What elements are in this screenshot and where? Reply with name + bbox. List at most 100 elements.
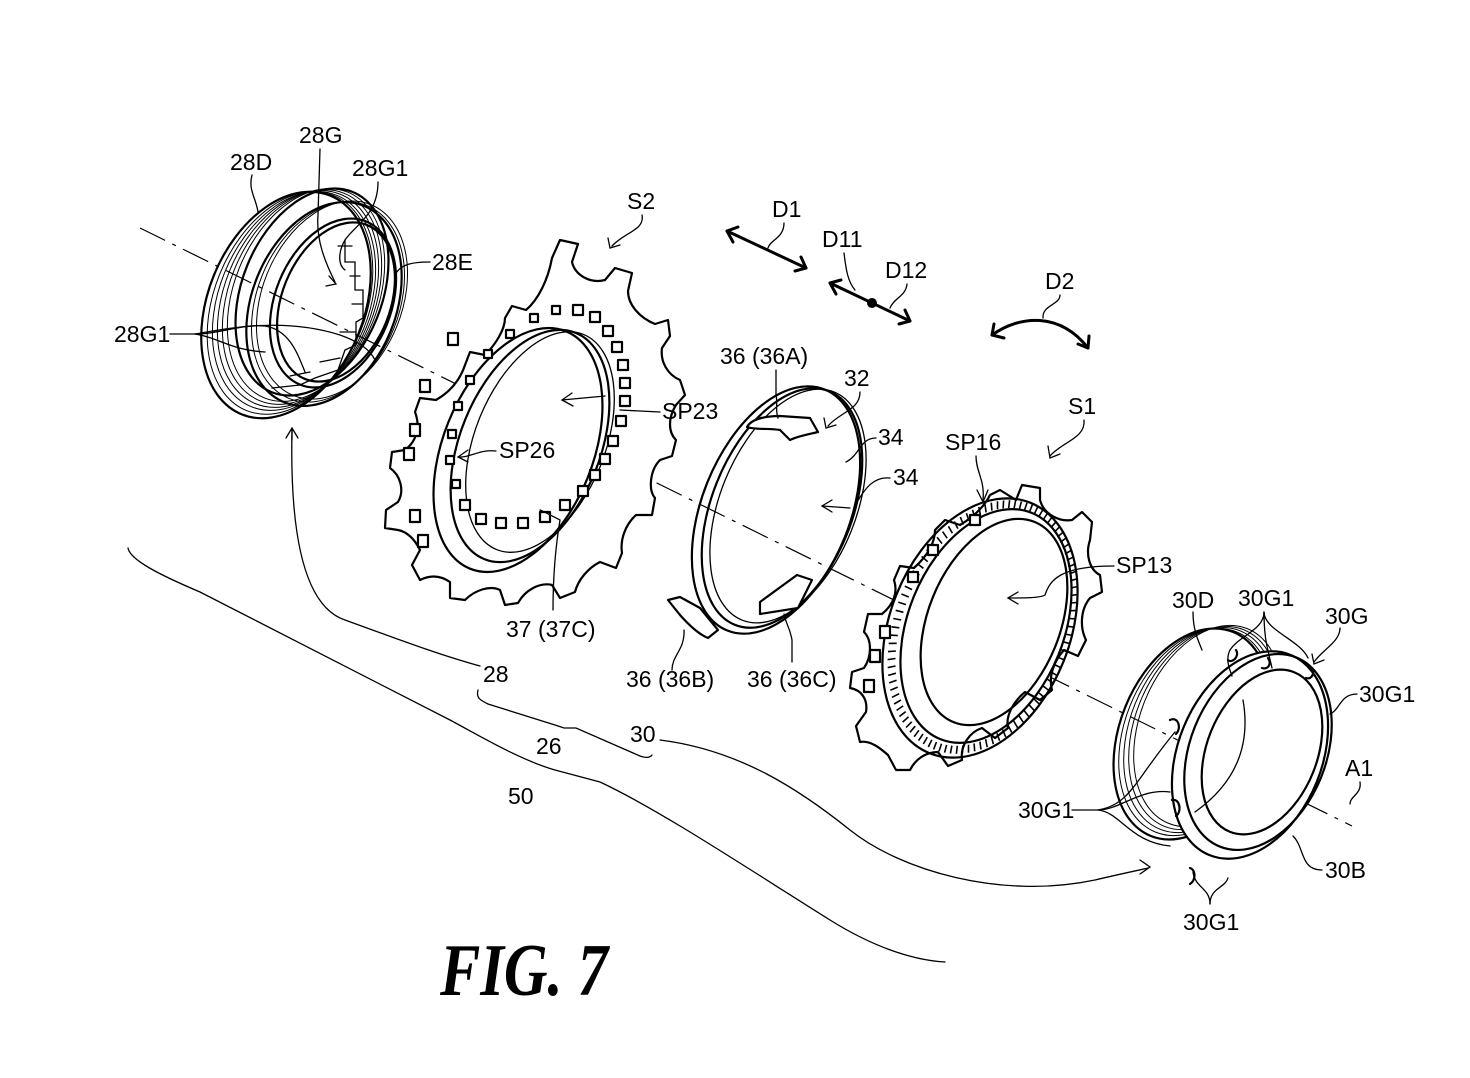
s1-serration-tooth — [927, 739, 933, 748]
label-D12: D12 — [885, 257, 927, 283]
s1-serration-tooth — [887, 672, 897, 677]
label-36-36B: 36 (36B) — [626, 666, 714, 692]
s1-serration-tooth — [1046, 516, 1053, 525]
axial-direction-origin-dot — [867, 298, 877, 308]
s1-serration-tooth — [889, 686, 899, 691]
sprocket-s2 — [383, 238, 687, 607]
s1-serration-tooth — [893, 699, 902, 705]
label-30G1-bottom: 30G1 — [1183, 909, 1239, 935]
label-SP26: SP26 — [499, 437, 555, 463]
s1-serration-tooth — [938, 743, 943, 752]
s1-serration-tooth — [1033, 506, 1039, 515]
s1-serration-tooth — [922, 736, 928, 745]
s1-serration-tooth — [979, 741, 982, 750]
s1-serration-tooth — [1042, 685, 1050, 692]
s1-serration-tooth — [891, 626, 900, 629]
s1-serration-tooth — [887, 650, 896, 653]
s1-serration-tooth — [905, 721, 913, 729]
lock-ring-28 — [200, 187, 409, 420]
s1-serration-tooth — [947, 525, 954, 534]
label-30B: 30B — [1325, 857, 1366, 883]
label-SP13: SP13 — [1116, 552, 1172, 578]
s1-serration-tooth — [953, 521, 959, 530]
s1-serration-tooth — [959, 516, 965, 525]
s1-serration-tooth — [1053, 525, 1061, 533]
s1-serration-tooth — [896, 705, 904, 712]
s1-serration-tooth — [984, 739, 988, 748]
s1-serration-tooth — [1028, 504, 1034, 513]
s1-serration-tooth — [887, 665, 896, 669]
s1-serration-tooth — [895, 609, 904, 614]
label-37-37C: 37 (37C) — [506, 616, 595, 642]
s1-serration-tooth — [888, 679, 897, 684]
s1-serration-tooth — [1067, 563, 1077, 568]
label-32: 32 — [844, 365, 870, 391]
s1-serration-tooth — [1007, 500, 1011, 509]
s1-serration-tooth — [1053, 663, 1062, 669]
label-30G1-left: 30G1 — [1018, 797, 1074, 823]
s1-serration-tooth — [1062, 542, 1070, 549]
s1-serration-tooth — [1050, 521, 1057, 529]
s1-serration-tooth — [941, 531, 948, 539]
s1-serration-tooth — [901, 593, 910, 598]
s1-serration-tooth — [1064, 549, 1073, 555]
label-D2: D2 — [1045, 268, 1074, 294]
s1-serration-tooth — [1050, 671, 1058, 677]
s1-serration-tooth — [984, 504, 987, 513]
s1-serration-tooth — [1001, 729, 1007, 738]
label-28G1-left: 28G1 — [114, 321, 170, 347]
s1-serration-tooth — [1070, 601, 1079, 604]
label-S2: S2 — [627, 188, 655, 214]
s1-serration-tooth — [949, 745, 953, 754]
s1-serration-tooth — [932, 741, 938, 750]
label-34-inner: 34 — [893, 464, 919, 490]
s1-serrations — [887, 500, 1079, 754]
s1-serration-tooth — [990, 502, 993, 511]
sprocket-s1-labels: S1 SP16 SP13 — [945, 393, 1172, 605]
s1-serration-tooth — [1018, 715, 1025, 723]
s1-serration-tooth — [1068, 617, 1077, 620]
s1-serration-tooth — [1056, 531, 1064, 538]
s1-serration-tooth — [1059, 648, 1068, 653]
s1-serration-tooth — [1013, 500, 1017, 509]
label-D11: D11 — [822, 226, 863, 252]
axial-direction-arrow-d1 — [725, 229, 808, 270]
ring-28-labels: 28D 28G 28G1 28E 28G1 — [114, 122, 473, 441]
s1-serration-tooth — [917, 733, 924, 742]
sprocket-s1 — [848, 483, 1104, 772]
s1-serration-tooth — [965, 512, 970, 522]
s1-serration-tooth — [1064, 633, 1073, 637]
label-S1: S1 — [1068, 393, 1096, 419]
label-36-36A: 36 (36A) — [720, 343, 808, 369]
s1-serration-tooth — [996, 732, 1001, 742]
s1-serration-tooth — [961, 745, 964, 754]
label-28G: 28G — [299, 122, 342, 148]
label-SP23: SP23 — [662, 398, 718, 424]
s1-serration-tooth — [916, 562, 924, 569]
label-28G1-top: 28G1 — [352, 155, 408, 181]
s1-serration-tooth — [898, 601, 907, 606]
label-30D: 30D — [1172, 587, 1214, 613]
figure-title: FIG. 7 — [439, 930, 610, 1012]
direction-indicators: D1 D11 D12 D2 — [725, 196, 1091, 350]
s1-serration-tooth — [921, 555, 929, 563]
s1-serration-tooth — [1038, 509, 1044, 518]
s1-serration-tooth — [898, 710, 907, 718]
label-28: 28 — [483, 661, 509, 687]
assembly-leaders: 28 26 30 50 — [127, 429, 1152, 963]
sprocket-s2-labels: S2 SP23 SP26 37 (37C) — [456, 188, 718, 642]
s1-serration-tooth — [936, 536, 943, 545]
s1-serration-tooth — [1046, 678, 1054, 684]
label-50: 50 — [508, 783, 534, 809]
label-D1: D1 — [772, 196, 801, 222]
s1-serration-tooth — [1007, 724, 1013, 733]
s1-serration-tooth — [1042, 512, 1049, 521]
s1-serration-tooth — [1069, 570, 1078, 575]
s1-serration-tooth — [1002, 500, 1005, 509]
s1-serration-tooth — [1070, 585, 1079, 589]
s1-serration-tooth — [943, 744, 948, 753]
label-30: 30 — [630, 721, 656, 747]
label-30G1-top: 30G1 — [1238, 585, 1294, 611]
s1-serration-tooth — [891, 692, 900, 699]
